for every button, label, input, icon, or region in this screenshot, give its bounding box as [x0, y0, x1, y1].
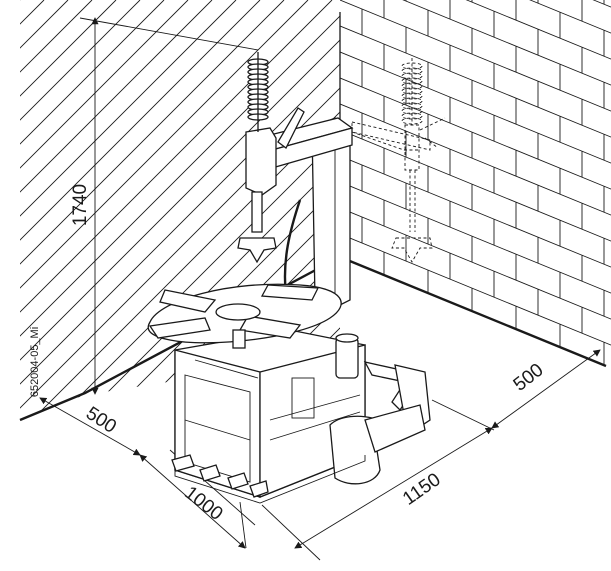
- dimension-left-clearance-label: 500: [82, 403, 120, 438]
- dimension-right-clearance-label: 500: [510, 360, 548, 396]
- tyre-changer-machine: [147, 52, 431, 504]
- arm-swung-position: [351, 58, 446, 263]
- figure-reference-label: 652004-05_Mi: [29, 327, 41, 397]
- dimension-height-label: 1740: [70, 184, 91, 226]
- dimension-width-label: 1150: [399, 469, 445, 510]
- dimension-depth-label: 1000: [180, 482, 226, 525]
